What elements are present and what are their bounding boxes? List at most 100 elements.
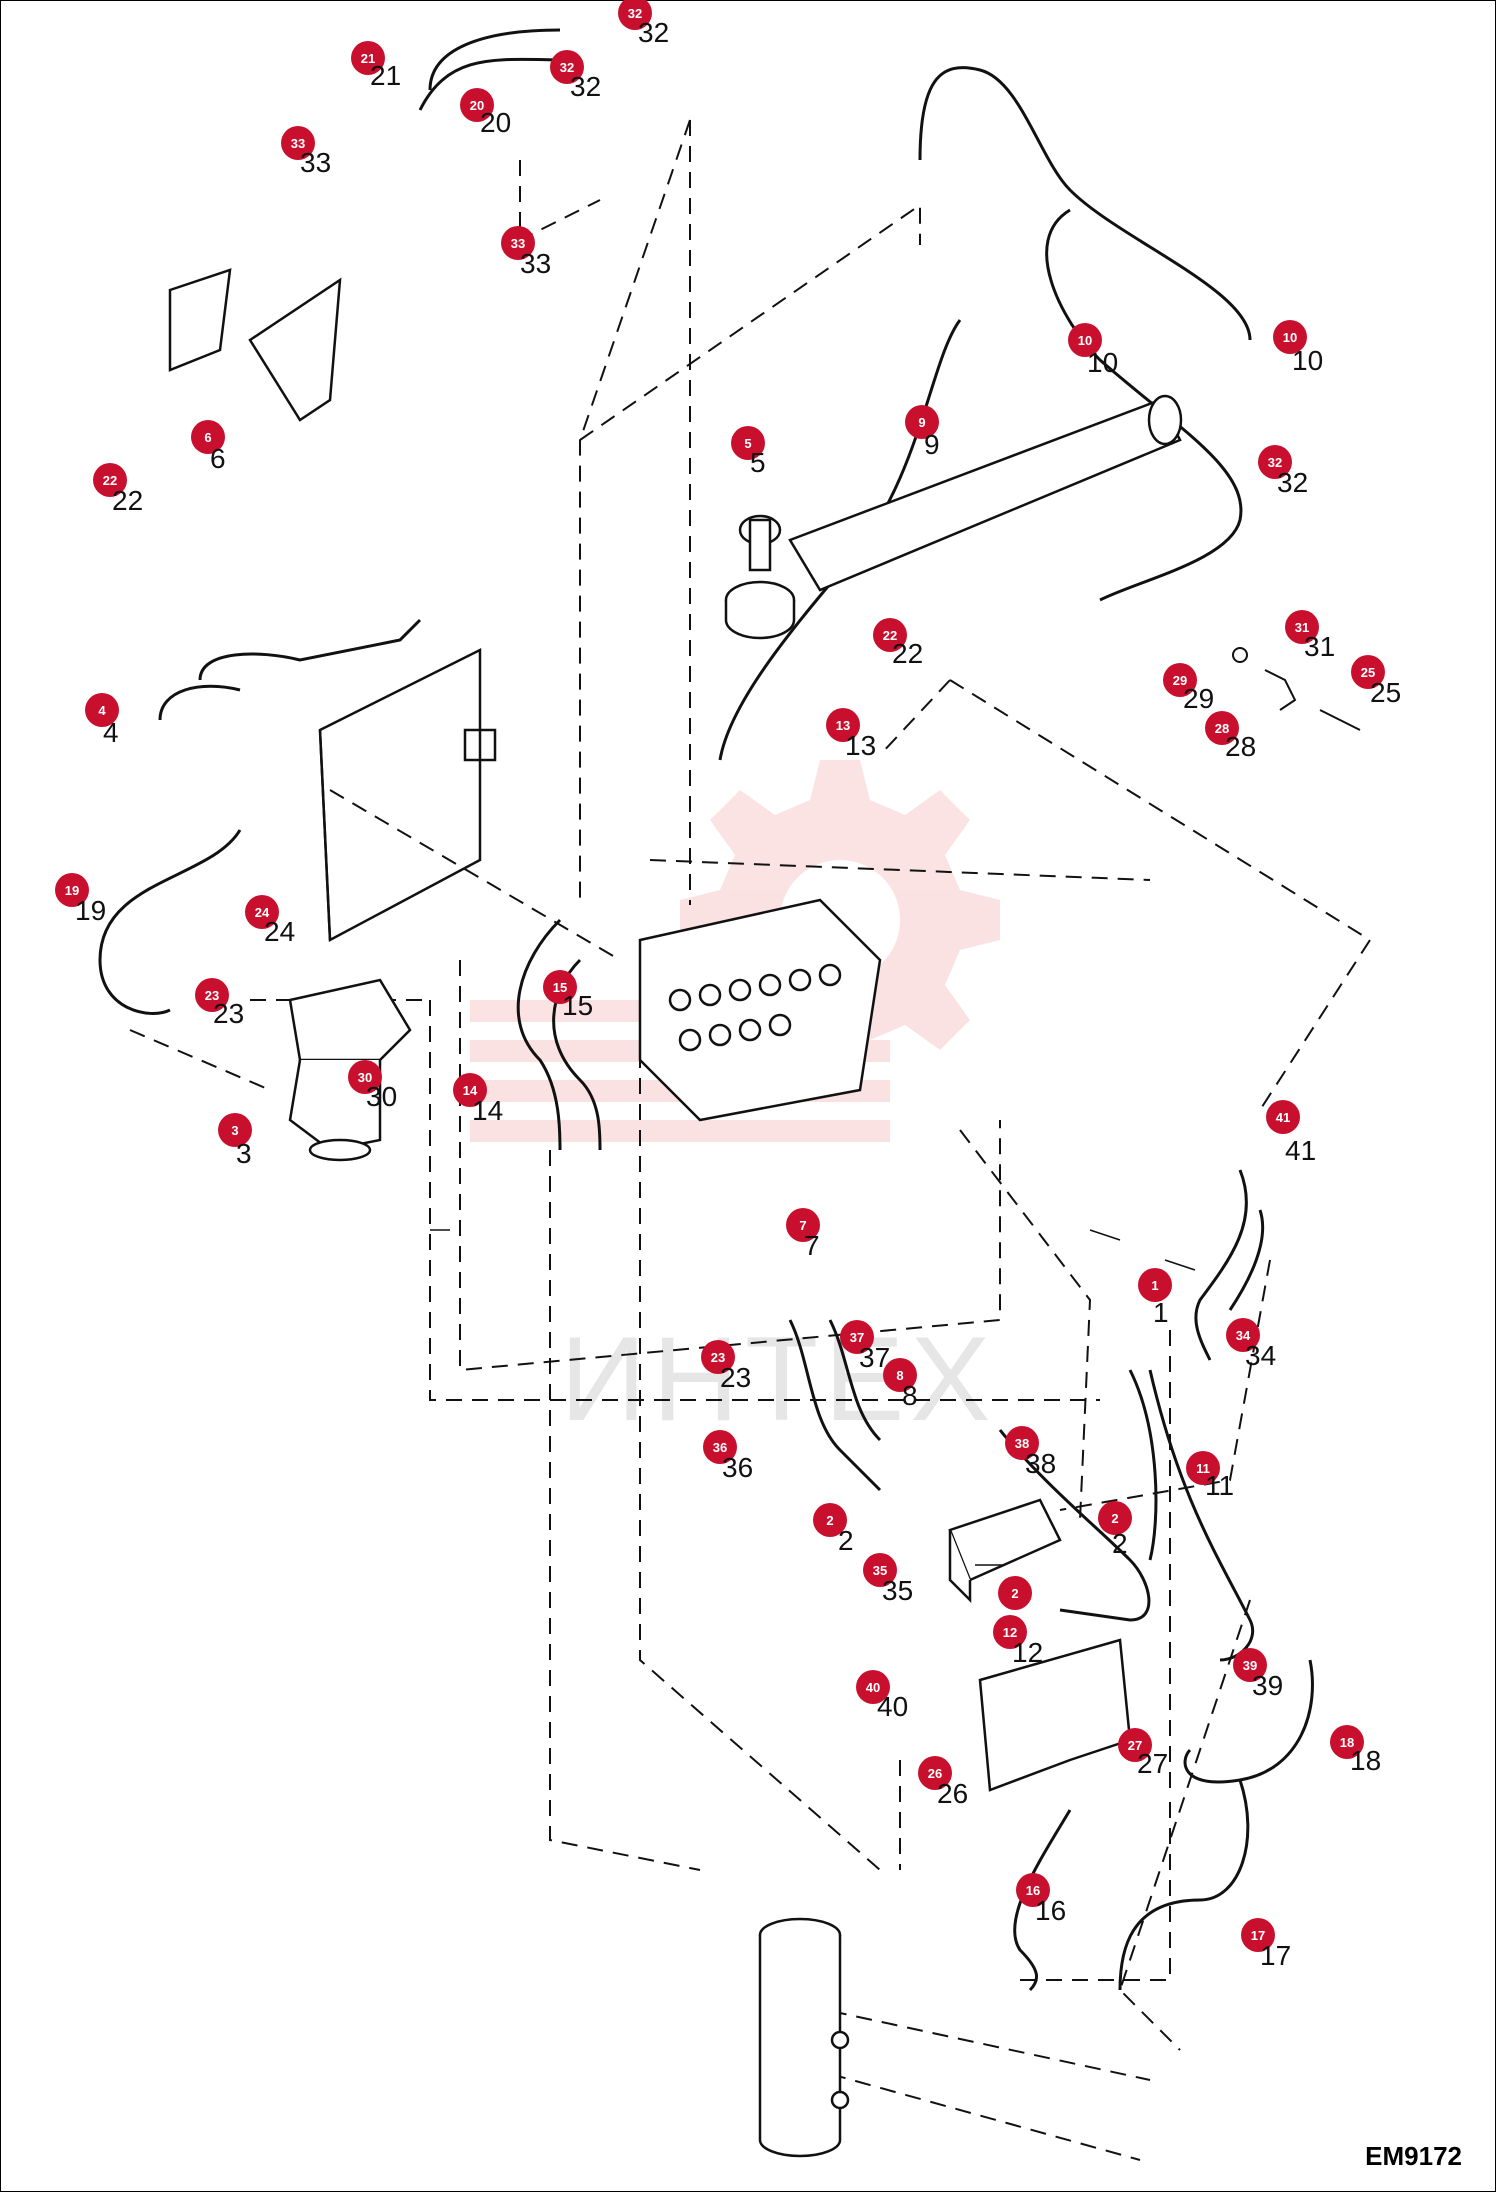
part-label-5: 5 [750,447,766,478]
part-label-22: 22 [112,485,143,516]
part-label-4: 4 [103,717,119,748]
callout-32: 32 [550,50,584,84]
part-label-21: 21 [370,60,401,91]
hydraulic-hoses [98,28,1314,1992]
callout-10: 10 [1068,323,1102,357]
callout-number: 6 [204,430,211,445]
manifold-block [948,1498,1062,1604]
part-label-17: 17 [1260,1940,1291,1971]
callout-4: 4 [85,693,119,727]
callout-number: 4 [98,703,106,718]
callout-5: 5 [731,426,765,460]
callout-10: 10 [1273,320,1307,354]
callout-number: 9 [918,415,925,430]
callout-21: 21 [351,41,385,75]
callout-16: 16 [1016,1873,1050,1907]
callout-number: 18 [1340,1735,1354,1750]
part-label-20: 20 [480,107,511,138]
part-label-26: 26 [937,1778,968,1809]
callout-18: 18 [1330,1725,1364,1759]
mounting-bracket [978,1638,1132,1792]
callout-number: 24 [255,905,270,920]
part-label-33: 33 [520,248,551,279]
part-label-30: 30 [366,1081,397,1112]
callout-number: 32 [628,6,642,21]
part-label-2: 2 [1112,1528,1128,1559]
callout-number: 30 [358,1070,372,1085]
part-label-23: 23 [720,1362,751,1393]
part-label-10: 10 [1087,347,1118,378]
callout-35: 35 [863,1553,897,1587]
callout-number: 20 [470,98,484,113]
callout-number: 10 [1283,330,1297,345]
part-label-1: 1 [1153,1297,1169,1328]
callout-number: 2 [1111,1511,1118,1526]
part-label-6: 6 [210,443,226,474]
callout-17: 17 [1241,1918,1275,1952]
callout-number: 10 [1078,333,1092,348]
callout-number: 12 [1003,1625,1017,1640]
part-label-7: 7 [804,1230,820,1261]
leader-lines [430,1229,1196,1566]
callout-2: 2 [998,1576,1032,1610]
part-label-8: 8 [902,1380,918,1411]
callout-number: 27 [1128,1738,1142,1753]
part-label-31: 31 [1304,631,1335,662]
part-label-10: 10 [1292,345,1323,376]
callout-number: 33 [511,236,525,251]
part-label-24: 24 [264,916,295,947]
part-label-22: 22 [892,638,923,669]
callout-number: 36 [713,1440,727,1455]
part-label-29: 29 [1183,683,1214,714]
part-label-16: 16 [1035,1895,1066,1926]
callout-number: 23 [711,1350,725,1365]
part-label-15: 15 [562,990,593,1021]
callout-number: 19 [65,883,79,898]
part-label-28: 28 [1225,731,1256,762]
callout-number: 3 [231,1123,238,1138]
control-valve [638,898,882,1122]
part-label-39: 39 [1252,1670,1283,1701]
callout-number: 22 [883,628,897,643]
callout-number: 33 [291,136,305,151]
hardware-group [1232,647,1361,731]
callout-number: 29 [1173,673,1187,688]
part-label-13: 13 [845,730,876,761]
callout-22: 22 [93,463,127,497]
callout-number: 31 [1295,620,1309,635]
part-label-32: 32 [1277,467,1308,498]
callout-2: 2 [1098,1501,1132,1535]
callout-number: 34 [1236,1328,1251,1343]
part-label-41: 41 [1285,1135,1316,1166]
callout-number: 22 [103,473,117,488]
callout-3: 3 [218,1113,252,1147]
callout-number: 14 [463,1083,478,1098]
callout-13: 13 [826,708,860,742]
callout-number: 16 [1026,1883,1040,1898]
callout-28: 28 [1205,711,1239,745]
callout-number: 15 [553,980,567,995]
hydraulic-cylinder [724,394,1183,640]
part-label-19: 19 [75,895,106,926]
callout-number: 11 [1196,1461,1210,1476]
callout-33: 33 [501,226,535,260]
part-label-32: 32 [638,17,669,48]
callout-34: 34 [1226,1318,1260,1352]
callout-number: 41 [1276,1110,1290,1125]
callout-number: 32 [560,60,574,75]
callout-27: 27 [1118,1728,1152,1762]
part-label-23: 23 [213,998,244,1029]
callout-number: 23 [205,988,219,1003]
callout-number: 26 [928,1766,942,1781]
frame-bracket [168,268,342,422]
callout-number: 17 [1251,1928,1265,1943]
callout-22: 22 [873,618,907,652]
callout-8: 8 [883,1358,917,1392]
callout-6: 6 [191,420,225,454]
callout-40: 40 [856,1670,890,1704]
callout-number: 35 [873,1563,887,1578]
callout-37: 37 [840,1320,874,1354]
callout-number: 8 [896,1368,903,1383]
callout-20: 20 [460,88,494,122]
